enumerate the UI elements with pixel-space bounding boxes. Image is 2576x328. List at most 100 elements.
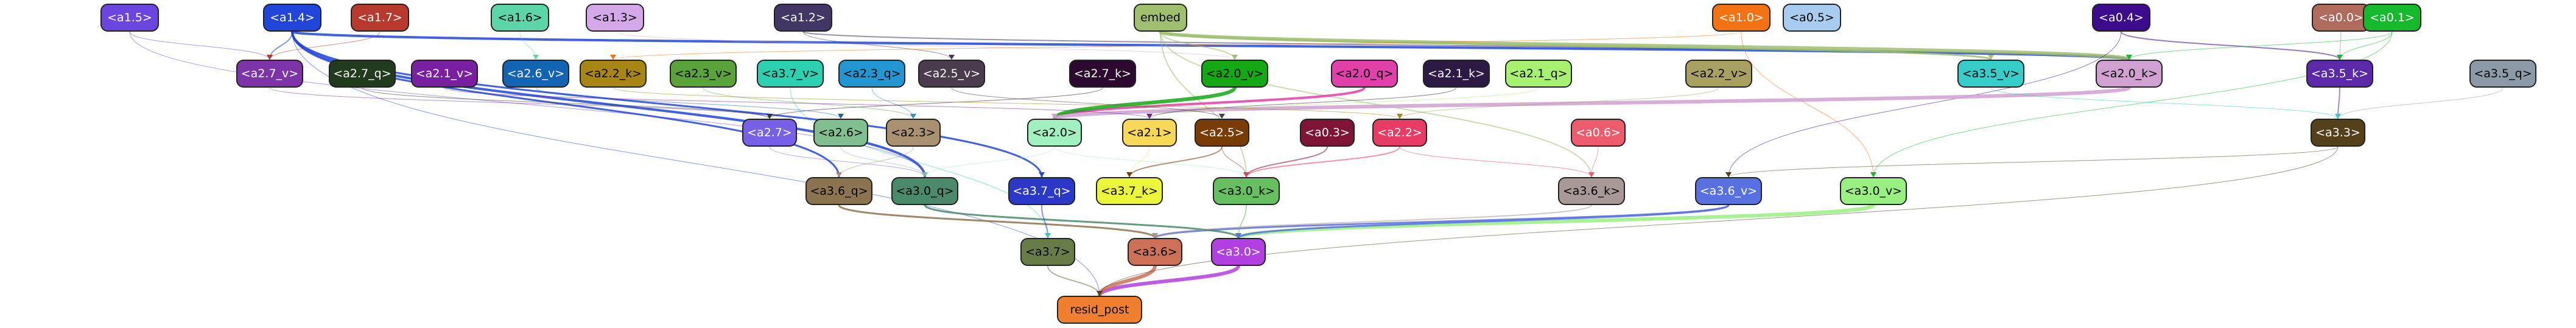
node-a3-7-k[interactable]: <a3.7_k> <box>1096 177 1163 205</box>
node-a1-0[interactable]: <a1.0> <box>1712 4 1771 32</box>
node-a3-0-k[interactable]: <a3.0_k> <box>1213 177 1280 205</box>
edge-a3.5_v-to-a3.3 <box>1990 87 2339 119</box>
node-a2-1-v[interactable]: <a2.1_v> <box>411 60 478 88</box>
node-a1-6[interactable]: <a1.6> <box>491 4 549 32</box>
edge-arrowhead <box>1097 291 1103 296</box>
node-a2-3-v[interactable]: <a2.3_v> <box>670 60 737 88</box>
node-label: <a2.7> <box>747 126 792 139</box>
edge-a1.4-to-a2.0_k <box>291 30 2130 61</box>
node-label: <a1.7> <box>357 11 402 24</box>
node-label: <a3.7_k> <box>1100 184 1159 198</box>
node-a3-6-q[interactable]: <a3.6_q> <box>805 177 872 205</box>
node-label: <a3.6> <box>1132 245 1177 259</box>
node-a3-7-q[interactable]: <a3.7_q> <box>1008 177 1075 205</box>
node-a2-0-k[interactable]: <a2.0_k> <box>2096 60 2163 88</box>
node-a2-7-q[interactable]: <a2.7_q> <box>329 60 396 88</box>
node-a2-6[interactable]: <a2.6> <box>813 119 868 147</box>
node-a2-0-q[interactable]: <a2.0_q> <box>1331 60 1398 88</box>
node-label: <a0.1> <box>2370 11 2415 24</box>
node-label: <a3.3> <box>2315 126 2360 139</box>
node-label: <a0.5> <box>1789 11 1834 24</box>
node-label: <a2.1_k> <box>1427 67 1486 80</box>
edge-a2.0_v-to-a2.0 <box>1053 86 1237 120</box>
edge-arrowhead <box>1397 114 1403 119</box>
node-a2-2-v[interactable]: <a2.2_v> <box>1685 60 1752 88</box>
edge-arrowhead <box>922 172 928 177</box>
node-a1-7[interactable]: <a1.7> <box>351 4 409 32</box>
edge-arrowhead <box>2335 114 2341 119</box>
edge-a2.2-to-a3.0_k <box>1246 146 1400 178</box>
edge-arrowhead <box>1232 55 1238 60</box>
node-a3-0[interactable]: <a3.0> <box>1211 238 1266 266</box>
node-a0-4[interactable]: <a0.4> <box>2092 4 2150 32</box>
node-a2-5[interactable]: <a2.5> <box>1195 119 1249 147</box>
edge-arrowhead <box>1725 172 1732 177</box>
node-label: <a1.3> <box>592 11 637 24</box>
node-a3-6-k[interactable]: <a3.6_k> <box>1558 177 1625 205</box>
edge-arrowhead <box>1588 172 1595 177</box>
node-a3-7-v[interactable]: <a3.7_v> <box>757 60 824 88</box>
edge-a3.3-to-a3.6_v <box>1728 146 2339 178</box>
node-label: <a3.0_k> <box>1217 184 1276 198</box>
node-a1-3[interactable]: <a1.3> <box>586 4 644 32</box>
node-a2-7-v[interactable]: <a2.7_v> <box>236 60 303 88</box>
node-a2-7-k[interactable]: <a2.7_k> <box>1069 60 1136 88</box>
node-a2-5-v[interactable]: <a2.5_v> <box>918 60 985 88</box>
node-embed[interactable]: embed <box>1134 4 1187 32</box>
node-a3-3[interactable]: <a3.3> <box>2311 119 2365 147</box>
node-label: <a2.0_v> <box>1206 67 1264 80</box>
node-a2-2-k[interactable]: <a2.2_k> <box>580 60 647 88</box>
edge-a1.3-to-a2.0_v <box>614 31 1235 60</box>
node-a3-0-q[interactable]: <a3.0_q> <box>891 177 958 205</box>
node-a2-6-v[interactable]: <a2.6_v> <box>502 60 569 88</box>
node-a2-2[interactable]: <a2.2> <box>1372 119 1427 147</box>
node-a3-5-v[interactable]: <a3.5_v> <box>1957 60 2024 88</box>
node-a1-4[interactable]: <a1.4> <box>263 4 321 32</box>
node-a3-0-v[interactable]: <a3.0_v> <box>1840 177 1907 205</box>
edge-a3.0_v-to-a3.0 <box>1237 203 1875 240</box>
node-a2-1-q[interactable]: <a2.1_q> <box>1505 60 1572 88</box>
node-a3-7[interactable]: <a3.7> <box>1020 238 1075 266</box>
edge-arrowhead <box>267 55 273 60</box>
node-a3-5-k[interactable]: <a3.5_k> <box>2306 60 2373 88</box>
node-a3-6-v[interactable]: <a3.6_v> <box>1695 177 1762 205</box>
node-a0-0[interactable]: <a0.0> <box>2312 4 2370 32</box>
node-a2-1[interactable]: <a2.1> <box>1122 119 1177 147</box>
node-a1-5[interactable]: <a1.5> <box>100 4 159 32</box>
node-label: <a2.1_v> <box>415 67 474 80</box>
node-resid-post[interactable]: resid_post <box>1057 296 1142 324</box>
node-label: <a2.7_v> <box>240 67 299 80</box>
node-a2-1-k[interactable]: <a2.1_k> <box>1423 60 1490 88</box>
node-a2-0-v[interactable]: <a2.0_v> <box>1201 60 1268 88</box>
node-a2-3[interactable]: <a2.3> <box>886 119 941 147</box>
edge-a2.2-to-a3.6_k <box>1399 146 1592 178</box>
node-label: <a2.5_v> <box>922 67 981 80</box>
node-a0-1[interactable]: <a0.1> <box>2363 4 2421 32</box>
node-a2-3-q[interactable]: <a2.3_q> <box>838 60 905 88</box>
node-a2-0[interactable]: <a2.0> <box>1027 119 1082 147</box>
node-label: <a2.0_q> <box>1335 67 1394 80</box>
node-label: <a0.4> <box>2099 11 2144 24</box>
edge-a3.0_k-to-a3.0 <box>1238 204 1247 239</box>
edge-a3.6_q-to-a3.6 <box>838 204 1156 239</box>
node-label: <a0.0> <box>2318 11 2364 24</box>
edge-arrowhead <box>610 55 616 60</box>
edge-a2.7_k-to-a2.7 <box>769 87 1103 119</box>
edge-arrowhead <box>1152 233 1158 238</box>
node-a0-5[interactable]: <a0.5> <box>1783 4 1841 32</box>
node-label: <a3.0_q> <box>896 184 954 198</box>
node-a0-6[interactable]: <a0.6> <box>1571 119 1626 147</box>
edge-a1.2-to-a2.5_v <box>802 31 952 60</box>
node-a2-7[interactable]: <a2.7> <box>742 119 797 147</box>
edge-a2.6-to-a3.0_q <box>840 146 925 178</box>
node-a3-6[interactable]: <a3.6> <box>1128 238 1182 266</box>
node-a3-5-q[interactable]: <a3.5_q> <box>2469 60 2536 88</box>
edge-arrowhead <box>1243 172 1249 177</box>
node-a1-2[interactable]: <a1.2> <box>774 4 832 32</box>
node-label: <a2.0> <box>1032 126 1077 139</box>
edge-a0.3-to-a3.0_k <box>1246 146 1328 178</box>
edge-a2.3_q-to-a2.3 <box>871 87 914 119</box>
node-a0-3[interactable]: <a0.3> <box>1300 119 1355 147</box>
node-label: <a0.6> <box>1576 126 1621 139</box>
